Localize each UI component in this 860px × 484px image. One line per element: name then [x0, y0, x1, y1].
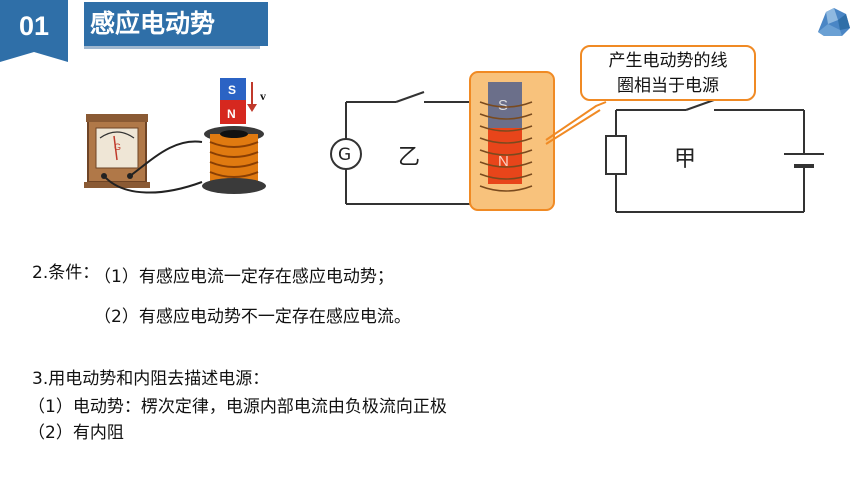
condition-label: 2.条件： — [32, 263, 100, 283]
callout-pointer — [545, 101, 607, 141]
galvanometer-illustration: G — [84, 114, 150, 188]
title-underline — [84, 46, 260, 49]
coil-highlight: S N — [469, 71, 555, 211]
experiment-photo: G S N v — [84, 78, 274, 202]
section3-item-1: （1）电动势：楞次定律，电源内部电流由负极流向正极 — [28, 397, 447, 417]
callout-line-2: 圈相当于电源 — [617, 76, 719, 96]
magnet-bottom-label: N — [498, 153, 509, 170]
coil-illustration — [202, 126, 266, 194]
photo-magnet-s: S — [228, 83, 236, 97]
callout-box: 产生电动势的线 圈相当于电源 — [580, 45, 756, 101]
photo-meter-label: G — [114, 142, 121, 152]
left-circuit-label: 乙 — [398, 145, 420, 170]
magnet-top-label: S — [498, 97, 508, 114]
circuit-diagram: G 乙 S N 甲 — [330, 71, 824, 213]
section3-item-2: （2）有内阻 — [28, 423, 124, 443]
resistor-symbol — [605, 135, 627, 175]
bar-magnet-illustration: S N — [220, 78, 246, 124]
condition-2: （2）有感应电动势不一定存在感应电流。 — [94, 307, 411, 327]
galvanometer-symbol — [330, 138, 362, 170]
galvanometer-label: G — [338, 145, 351, 165]
left-switch — [395, 91, 425, 103]
page-title: 感应电动势 — [84, 2, 268, 46]
right-circuit-label: 甲 — [674, 147, 696, 172]
right-switch — [685, 99, 715, 111]
section3-title: 3.用电动势和内阻去描述电源： — [32, 369, 270, 389]
section-number: 01 — [0, 0, 68, 52]
photo-velocity-label: v — [260, 89, 266, 103]
condition-1: （1）有感应电流一定存在感应电动势； — [94, 267, 394, 287]
photo-magnet-n: N — [227, 107, 236, 121]
right-circuit: 甲 — [605, 99, 824, 213]
section-number-tab — [0, 52, 68, 62]
left-circuit: G 乙 — [330, 91, 478, 205]
callout-line-1: 产生电动势的线 — [608, 51, 728, 71]
logo-icon — [818, 8, 850, 36]
